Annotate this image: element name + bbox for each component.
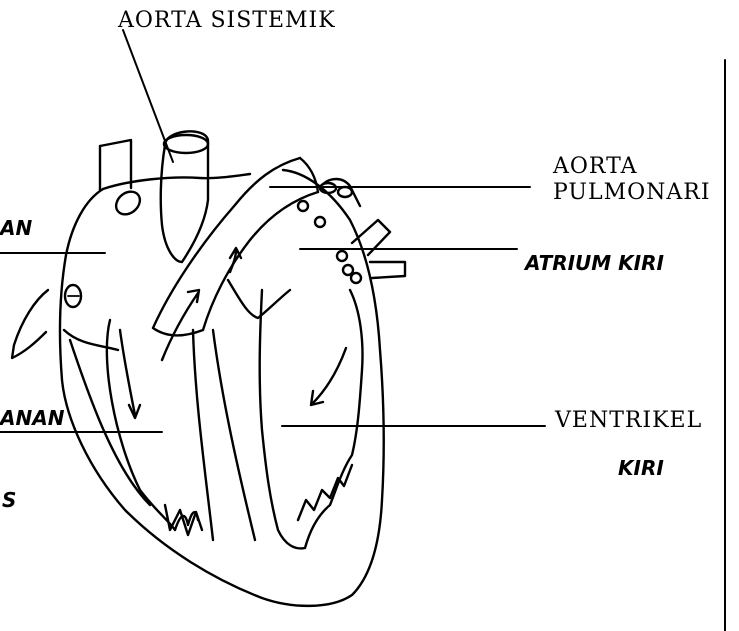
ventricle-trabeculae bbox=[298, 465, 352, 520]
label-left-partial-3: S bbox=[2, 490, 16, 510]
inferior-vena-cava bbox=[12, 290, 48, 358]
mitral-chordae bbox=[260, 290, 363, 548]
flow-arrow-1 bbox=[120, 330, 140, 418]
label-ventrikel-kiri: KIRI bbox=[618, 458, 664, 478]
tricuspid-chordae bbox=[64, 320, 198, 530]
aorta-opening bbox=[164, 135, 208, 153]
atrium-dot-4 bbox=[343, 265, 353, 275]
label-aorta-pulmonari-line2: PULMONARI bbox=[553, 182, 711, 204]
flow-arrow-4 bbox=[311, 348, 346, 405]
atrium-dot-1 bbox=[298, 201, 308, 211]
label-ventrikel: VENTRIKEL bbox=[555, 410, 702, 432]
pulmonary-artery-vessel bbox=[153, 158, 318, 335]
ventricle-w bbox=[165, 505, 202, 535]
label-left-partial-2: ANAN bbox=[0, 408, 64, 428]
atrium-dot-2 bbox=[315, 217, 325, 227]
right-atrium-opening bbox=[112, 187, 145, 219]
label-left-partial-1: AN bbox=[0, 218, 32, 238]
left-chordae-inner bbox=[70, 340, 150, 505]
atrium-dot-3 bbox=[337, 251, 347, 261]
septum-left bbox=[193, 330, 213, 540]
atrium-top-outline bbox=[103, 174, 250, 189]
vein-opening-2 bbox=[338, 187, 352, 197]
pulmonary-vein-3 bbox=[370, 262, 405, 278]
label-aorta-pulmonari-line1: AORTA bbox=[553, 156, 637, 178]
mitral-valve bbox=[228, 280, 290, 318]
septum-right bbox=[213, 330, 255, 540]
atrium-dot-5 bbox=[351, 273, 361, 283]
label-aorta-sistemik: AORTA SISTEMIK bbox=[118, 10, 336, 32]
label-atrium-kiri: ATRIUM KIRI bbox=[525, 253, 664, 273]
